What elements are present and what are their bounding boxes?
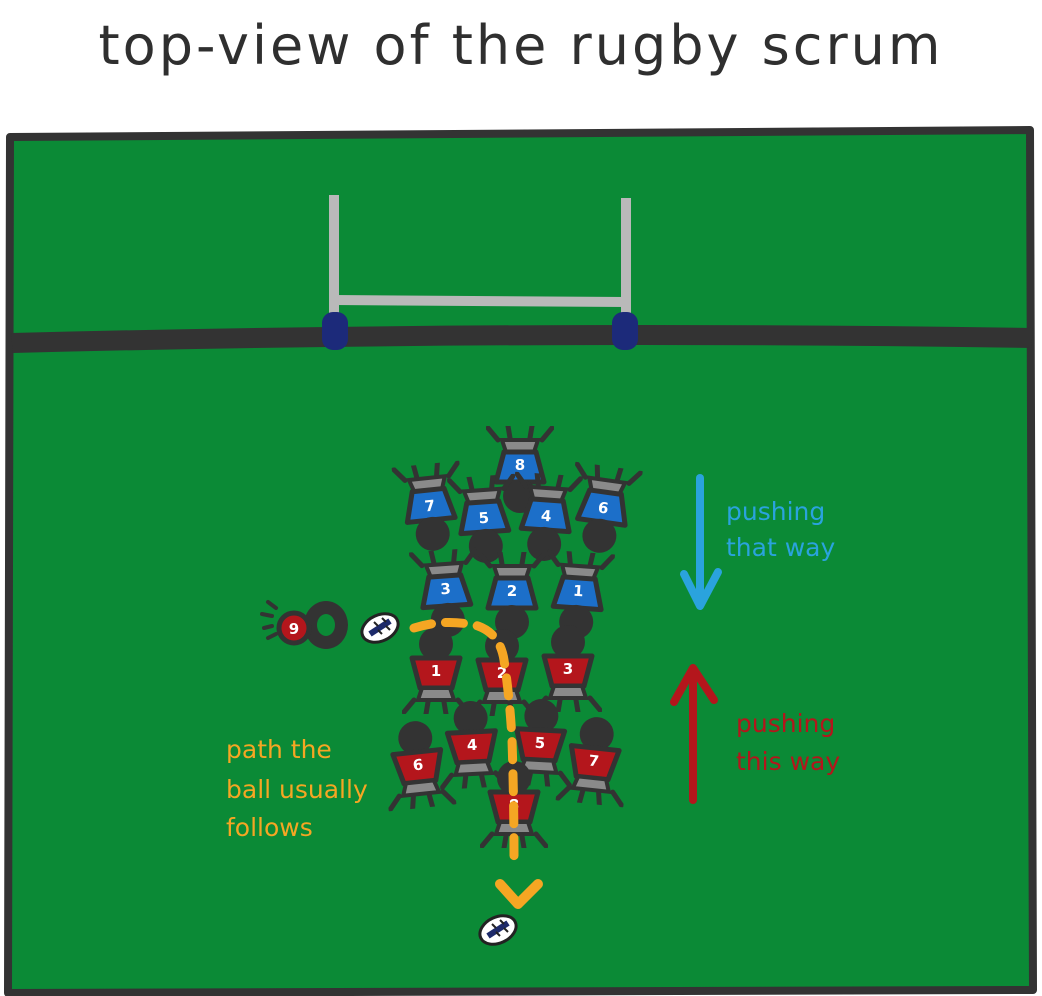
blue-team: 8 7 5 4 6 3 2 1 xyxy=(394,426,641,641)
svg-text:8: 8 xyxy=(515,456,525,474)
ball-path-arrowhead xyxy=(495,879,543,909)
svg-text:4: 4 xyxy=(466,736,477,755)
try-line xyxy=(11,324,1033,353)
red-player: 7 xyxy=(558,714,631,807)
blue-player: 6 xyxy=(565,462,640,557)
svg-text:1: 1 xyxy=(431,662,441,680)
ball-path-label: ball usually xyxy=(226,775,368,804)
red-push-label: pushing xyxy=(736,709,835,738)
blue-player: 5 xyxy=(449,474,519,565)
svg-text:7: 7 xyxy=(424,497,436,516)
svg-text:2: 2 xyxy=(507,582,517,600)
diagram-title: top-view of the rugby scrum xyxy=(98,14,944,77)
blue-player: 7 xyxy=(394,461,467,554)
blue-player: 8 xyxy=(488,426,552,513)
red-player: 4 xyxy=(438,699,506,789)
svg-text:2: 2 xyxy=(497,664,507,682)
svg-text:6: 6 xyxy=(597,498,610,517)
ball-path-label: follows xyxy=(226,813,313,842)
ball-path xyxy=(409,617,519,863)
red-player: 2 xyxy=(470,629,534,716)
svg-text:7: 7 xyxy=(588,751,600,770)
blue-push-label: pushing xyxy=(726,497,825,526)
blue-player: 1 xyxy=(543,550,613,641)
svg-text:5: 5 xyxy=(534,734,545,753)
svg-text:3: 3 xyxy=(440,580,452,599)
post-pad-left xyxy=(322,312,348,350)
blue-player: 2 xyxy=(480,552,544,639)
svg-text:4: 4 xyxy=(540,507,552,526)
goal-posts xyxy=(322,195,638,350)
red-player: 5 xyxy=(506,697,574,787)
red-player: 3 xyxy=(536,625,600,712)
blue-push-arrow xyxy=(680,474,722,610)
red-player: 1 xyxy=(404,627,468,714)
svg-text:1: 1 xyxy=(573,582,585,601)
red-player: 6 xyxy=(382,718,455,811)
red-push-arrow xyxy=(670,664,718,804)
red-scrum-half: 9 xyxy=(260,600,348,649)
svg-text:6: 6 xyxy=(412,755,424,774)
blue-push-label: that way xyxy=(726,533,835,562)
svg-text:5: 5 xyxy=(478,509,490,528)
ball-path-label: path the xyxy=(226,735,332,764)
post-pad-right xyxy=(612,312,638,350)
svg-text:9: 9 xyxy=(289,620,299,638)
red-push-label: this way xyxy=(736,747,840,776)
blue-player: 4 xyxy=(511,472,581,563)
svg-text:3: 3 xyxy=(563,660,573,678)
blue-player: 3 xyxy=(411,548,481,639)
